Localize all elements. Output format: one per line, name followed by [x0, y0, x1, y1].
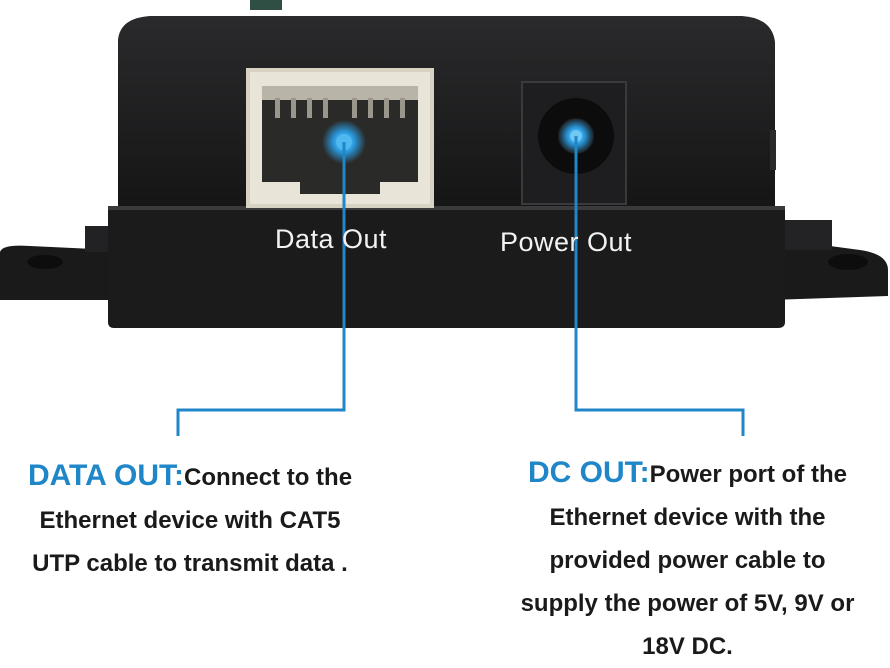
dc-out-line3: provided power cable to [549, 547, 826, 574]
data-out-callout-line [176, 142, 346, 436]
dc-out-description: DC OUT:Power port of the Ethernet device… [505, 451, 870, 668]
data-out-line3: UTP cable to transmit data . [32, 550, 348, 577]
dc-barrel-jack-icon [521, 81, 627, 205]
rj45-port-icon [246, 68, 434, 208]
data-out-heading: DATA OUT: [27, 459, 185, 492]
dc-out-line1: Power port of the [649, 461, 847, 488]
dc-out-line4: supply the power of 5V, 9V or [520, 590, 855, 617]
device-housing [108, 0, 785, 328]
mounting-flange-right [770, 220, 888, 300]
mounting-flange-left [0, 226, 115, 300]
data-out-line1: Connect to the [184, 464, 353, 491]
dc-out-line5: 18V DC. [642, 633, 733, 660]
data-out-description: DATA OUT:Connect to the Ethernet device … [10, 454, 370, 585]
data-out-line2: Ethernet device with CAT5 [39, 507, 341, 534]
device-photo [0, 0, 888, 436]
port-label-power-out: Power Out [500, 227, 633, 257]
dc-out-line2: Ethernet device with the [549, 504, 826, 531]
dc-out-heading: DC OUT: [528, 456, 650, 489]
power-out-callout-line [574, 136, 745, 436]
port-label-data-out: Data Out [275, 224, 388, 254]
